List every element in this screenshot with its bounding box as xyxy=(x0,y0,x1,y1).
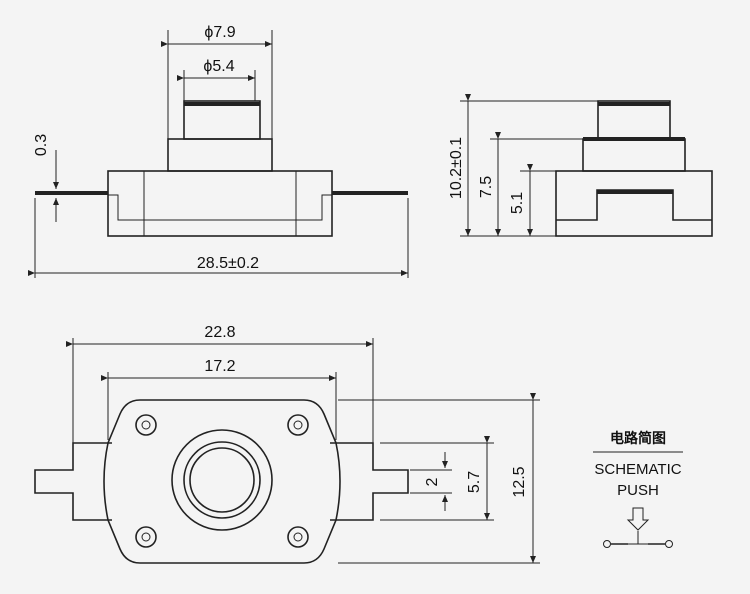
top-view xyxy=(34,399,409,564)
dim-phi-5-4: ϕ5.4 xyxy=(203,58,234,75)
top-dims: 22.8 17.2 2 5.7 12.5 xyxy=(66,324,540,564)
dim-17-2: 17.2 xyxy=(204,358,235,375)
dim-5-1: 5.1 xyxy=(509,192,526,214)
dim-28-5: 28.5±0.2 xyxy=(197,255,259,272)
dim-5-7: 5.7 xyxy=(466,471,483,493)
dim-10-2: 10.2±0.1 xyxy=(448,137,465,199)
dim-22-8: 22.8 xyxy=(204,324,235,341)
dim-12-5: 12.5 xyxy=(511,466,528,497)
switch-symbol-icon xyxy=(603,531,673,548)
dim-7-5: 7.5 xyxy=(478,176,495,198)
schematic-title-en: SCHEMATIC xyxy=(594,461,681,478)
schematic-title-cn: 电路简图 xyxy=(610,430,666,447)
front-view xyxy=(34,100,409,278)
dim-2: 2 xyxy=(424,477,441,486)
schematic-push-label: PUSH xyxy=(617,482,659,499)
front-dims: ϕ7.9 ϕ5.4 0.3 28.5±0.2 xyxy=(28,24,408,276)
schematic: 电路简图 SCHEMATIC PUSH xyxy=(593,430,683,548)
dim-0-3: 0.3 xyxy=(33,134,50,156)
dim-phi-7-9: ϕ7.9 xyxy=(204,24,235,41)
side-view xyxy=(555,100,713,237)
push-arrow-icon xyxy=(626,507,650,531)
side-dims: 10.2±0.1 7.5 5.1 xyxy=(448,94,598,237)
